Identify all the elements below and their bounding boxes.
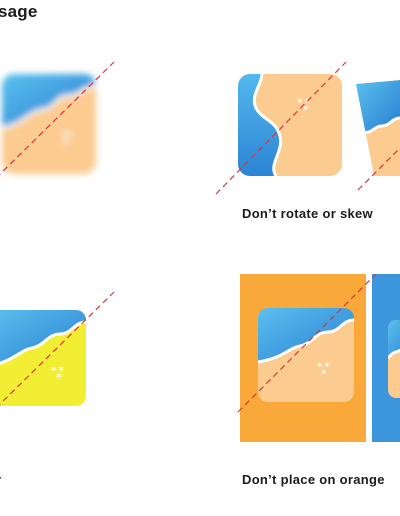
blurred-beach-logo-icon bbox=[2, 74, 96, 174]
skewed-beach-logo-icon bbox=[356, 80, 400, 176]
star-icon: ✶ bbox=[55, 372, 63, 382]
strike-line-icon bbox=[0, 291, 115, 405]
strike-line-icon bbox=[215, 61, 347, 195]
strike-line-icon bbox=[0, 61, 115, 175]
beach-logo-on-orange-icon: ✶✶ ✶ bbox=[258, 308, 354, 402]
beach-logo-on-blue-icon bbox=[388, 320, 400, 398]
page-title: sage bbox=[0, 2, 38, 21]
star-icon: ✶✶ bbox=[316, 361, 331, 371]
star-icon: ✶ bbox=[320, 368, 328, 378]
star-icon: ✶✶ bbox=[296, 97, 311, 107]
star-icon: ✶ bbox=[302, 104, 310, 114]
rotated-beach-logo-icon: ✶✶ ✶ bbox=[238, 74, 342, 176]
caption-orange-bg: Don’t place on orange bbox=[242, 472, 385, 487]
caption-rotate-skew: Don’t rotate or skew bbox=[242, 206, 373, 221]
caption-yellow: r bbox=[0, 472, 1, 487]
star-icon: ✶✶ bbox=[50, 365, 65, 375]
strike-line-icon bbox=[237, 273, 377, 413]
